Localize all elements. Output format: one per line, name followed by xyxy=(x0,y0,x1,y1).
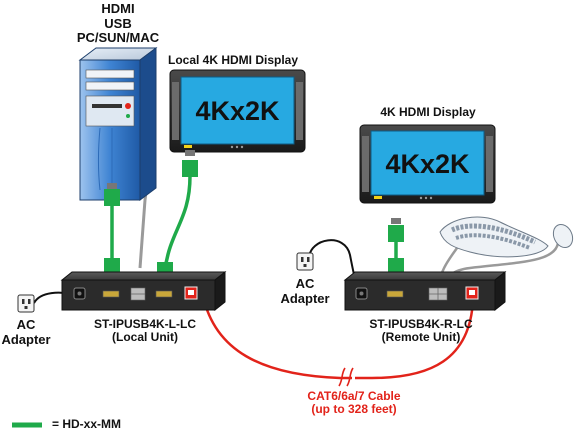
cat-cable xyxy=(201,295,352,380)
hdmi-plug-computer-bottom xyxy=(104,258,120,275)
hdmi-plug-remote-display xyxy=(388,218,404,242)
mouse xyxy=(552,223,574,249)
ac-adapter-left-label: AC Adapter xyxy=(0,317,52,347)
remote-unit-role: (Remote Unit) xyxy=(381,330,461,345)
cable-break-mark xyxy=(338,367,354,387)
local-unit-box xyxy=(60,270,227,312)
computer-label: HDMI USB PC/SUN/MAC xyxy=(70,1,166,46)
cable-label-line1: CAT6/6a/7 Cable xyxy=(307,389,401,403)
hdmi-plug-remote-bottom xyxy=(388,258,404,275)
computer-tower xyxy=(78,47,158,201)
remote-unit-label: ST-IPUSB4K-R-LC (Remote Unit) xyxy=(346,317,496,345)
computer-label-line1: HDMI xyxy=(101,1,135,16)
ac-adapter-right-label: AC Adapter xyxy=(276,276,334,306)
remote-display-screen-text: 4Kx2K xyxy=(385,149,470,179)
hdmi-plug-local-display xyxy=(182,150,198,177)
cat-cable-right xyxy=(355,299,475,380)
remote-display xyxy=(359,124,496,204)
local-unit-label: ST-IPUSB4K-L-LC (Local Unit) xyxy=(70,317,220,345)
cable-label-line2: (up to 328 feet) xyxy=(311,402,397,417)
local-display xyxy=(169,69,306,153)
ac-adapter-left-line1: AC xyxy=(16,317,36,332)
keyboard xyxy=(439,216,549,258)
hdmi-plug-computer xyxy=(104,183,120,206)
remote-unit-model: ST-IPUSB4K-R-LC xyxy=(369,317,473,331)
computer-label-line3: PC/SUN/MAC xyxy=(76,30,160,46)
ac-adapter-right-line2: Adapter xyxy=(280,290,330,306)
ac-adapter-right-line1: AC xyxy=(295,276,315,291)
hdmi-cable-local-display xyxy=(163,175,192,271)
legend-text: = HD-xx-MM xyxy=(52,417,122,431)
computer-label-line2: USB xyxy=(104,15,132,31)
ac-outlet-left xyxy=(17,294,35,313)
local-display-screen-text: 4Kx2K xyxy=(195,96,280,126)
ac-adapter-left-line2: Adapter xyxy=(1,331,51,347)
remote-display-title: 4K HDMI Display xyxy=(380,105,476,119)
local-unit-role: (Local Unit) xyxy=(112,330,178,345)
cable-label: CAT6/6a/7 Cable (up to 328 feet) xyxy=(284,389,424,417)
ac-outlet-right xyxy=(296,252,314,271)
local-display-title: Local 4K HDMI Display xyxy=(168,53,299,67)
local-unit-model: ST-IPUSB4K-L-LC xyxy=(94,317,196,331)
remote-unit-box xyxy=(343,270,507,312)
